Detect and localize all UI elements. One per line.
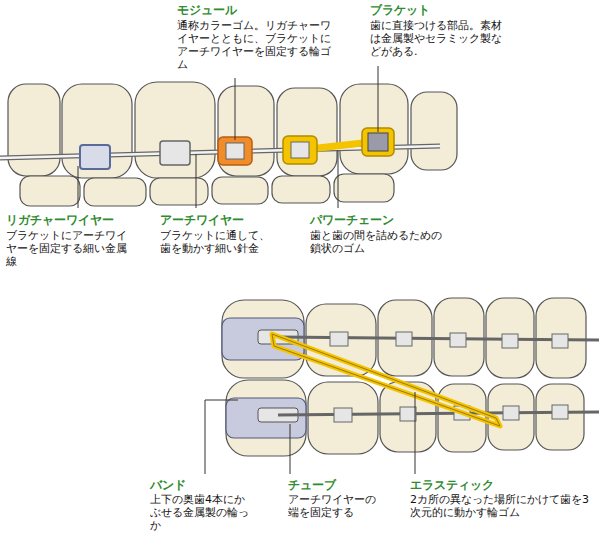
tooth: [272, 176, 330, 203]
callout-heading: アーチワイヤー: [160, 213, 244, 227]
tooth: [8, 84, 60, 176]
callout-body: 上下の奥歯4本にかぶせる金属製の輪っか: [150, 493, 254, 532]
callout-heading: リガチャーワイヤー: [6, 213, 114, 227]
bracket: [503, 406, 519, 420]
elastic-outline: [272, 334, 500, 426]
tooth: [135, 82, 215, 178]
tooth: [536, 384, 584, 450]
leader-line: [378, 66, 379, 132]
callout-body: 2カ所の異なった場所にかけて歯を3次元的に動かす輪ゴム: [410, 493, 594, 519]
power-chain-link: [283, 136, 317, 164]
callout-body: アーチワイヤーの端を固定する: [288, 493, 384, 519]
bracket: [400, 407, 416, 421]
module-ring: [218, 137, 252, 165]
bracket: [334, 408, 352, 422]
tooth: [20, 176, 80, 206]
bracket: [552, 405, 568, 419]
tooth: [62, 84, 132, 178]
arch-wire: [278, 337, 599, 340]
bracket: [396, 332, 412, 346]
bracket: [330, 332, 348, 346]
callout-heading: エラスティック: [410, 478, 494, 492]
tooth: [334, 174, 394, 202]
tooth: [434, 298, 484, 376]
tooth: [218, 86, 274, 176]
bracket: [552, 334, 568, 348]
tooth: [84, 178, 146, 206]
tooth: [411, 92, 457, 170]
tooth: [277, 88, 337, 176]
tooth: [226, 380, 306, 456]
leader-line: [205, 400, 238, 474]
band: [226, 398, 306, 438]
leader-line: [415, 392, 416, 474]
bracket: [291, 142, 309, 158]
arch-wire: [278, 412, 599, 415]
callout-heading: モジュール: [177, 3, 237, 17]
power-chain-link: [362, 128, 394, 156]
bracket: [502, 334, 518, 348]
leader-line: [235, 78, 236, 140]
tooth: [150, 178, 208, 205]
callout-body: 通称カラーゴム。リガチャーワイヤーとともに、ブラケットにアーチワイヤーを固定する…: [177, 19, 337, 71]
bracket: [450, 333, 466, 347]
callout-body: ブラケットに通して、歯を動かす細い針金: [160, 229, 276, 255]
tooth: [306, 304, 376, 376]
callout-heading: パワーチェーン: [310, 213, 394, 227]
callout-heading: チューブ: [288, 478, 336, 492]
tooth: [308, 382, 378, 454]
callout-body: ブラケットにアーチワイヤーを固定する細い金属線: [6, 229, 132, 268]
callout-heading: バンド: [150, 478, 186, 492]
leader-line: [338, 150, 339, 208]
ligature-bracket: [80, 145, 110, 169]
callout-body: 歯と歯の間を詰めるための鎖状のゴム: [310, 229, 450, 255]
tooth: [212, 177, 268, 204]
bracket: [226, 143, 244, 159]
leader-line: [78, 166, 79, 208]
bracket: [160, 141, 190, 165]
tooth: [340, 84, 408, 174]
leader-line: [290, 424, 291, 474]
callout-heading: ブラケット: [370, 3, 430, 17]
elastic: [272, 334, 500, 426]
bracket: [368, 133, 388, 151]
callout-body: 歯に直接つける部品。素材は金属製やセラミック製などがある.: [370, 19, 510, 58]
leader-line: [196, 154, 197, 208]
